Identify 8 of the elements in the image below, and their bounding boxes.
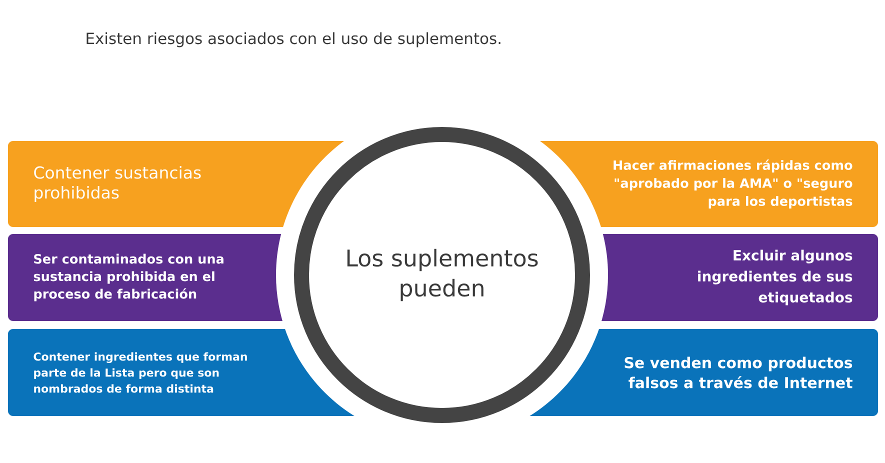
text-band: Hacer afirmaciones rápidas como "aprobado por la AMA" o "seguro para los deportistas	[533, 141, 878, 227]
text-band: Ser contaminados con una sustancia prohibida en el proceso de fabricación	[8, 234, 286, 321]
node-label: Los suplementos pueden	[347, 248, 538, 302]
text-band: Contener sustancias prohibidas	[8, 141, 351, 227]
text-band: Se venden como productos falsos a través de Internet	[524, 329, 878, 416]
text-band: Excluir algunos ingredientes de sus etiquetados	[598, 234, 878, 321]
heading: Existen riesgos asociados con el uso de suplementos.	[86, 32, 500, 48]
text-band: Contener ingredientes que forman parte de la Lista pero que son nombrados de forma distinta	[8, 329, 360, 416]
